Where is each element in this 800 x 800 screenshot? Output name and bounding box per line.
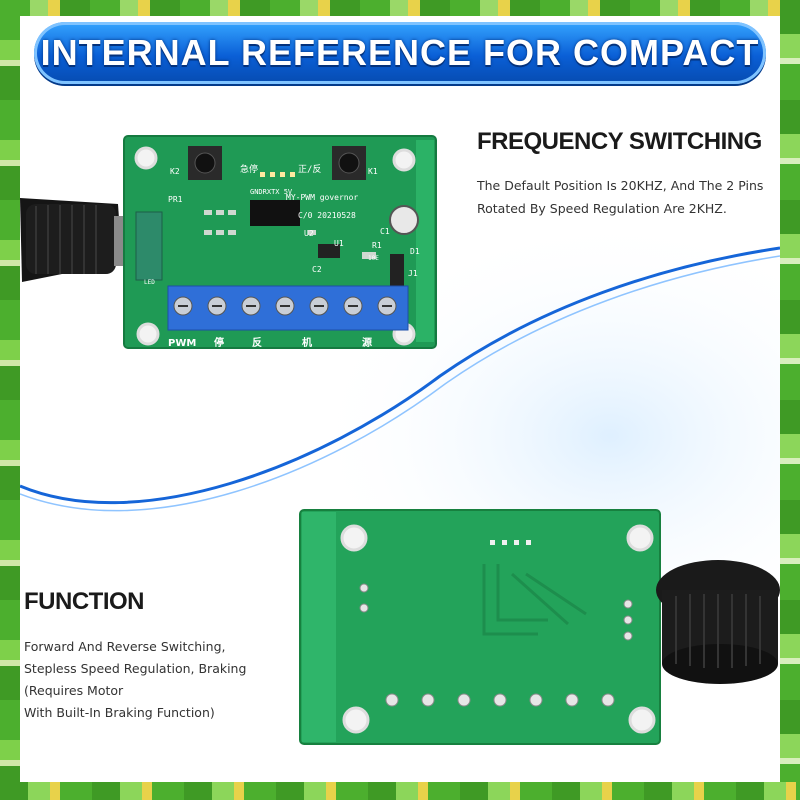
terminal-label-power: 源: [362, 336, 372, 349]
function-heading: FUNCTION: [24, 588, 144, 615]
label-k2: K2: [170, 167, 180, 176]
frequency-heading: FREQUENCY SWITCHING: [477, 128, 762, 155]
function-line-2: Stepless Speed Regulation, Braking: [24, 661, 247, 676]
label-u1: U1: [334, 239, 344, 248]
pcb-front-photo: K2 K1 PR1 GNDRXTX 5V MY-PWM governor C/0…: [20, 135, 437, 349]
k1-button-icon: [332, 146, 366, 180]
chip-icon: [250, 200, 300, 226]
k2-button-icon: [188, 146, 222, 180]
function-description: Forward And Reverse Switching, Stepless …: [24, 636, 294, 724]
border-right: [780, 0, 800, 800]
label-stop: 急停: [240, 163, 258, 175]
border-left: [0, 0, 20, 800]
terminal-label-stop: 停: [214, 336, 224, 349]
content-panel: INTERNAL REFERENCE FOR COMPACT: [20, 16, 780, 782]
frequency-description: The Default Position Is 20KHZ, And The 2…: [477, 174, 777, 220]
pcb-back-photo: [299, 509, 780, 745]
title-banner: INTERNAL REFERENCE FOR COMPACT: [34, 22, 766, 84]
pcb-board-back: [299, 509, 661, 745]
terminal-label-motor: 机: [302, 336, 312, 349]
frequency-line-1: The Default Position Is 20KHZ, And The 2…: [477, 178, 764, 193]
label-d1: D1: [410, 247, 420, 256]
potentiometer-knob: [20, 198, 126, 282]
label-date: C/0 20210528: [298, 211, 356, 220]
frequency-line-2: Rotated By Speed Regulation Are 2KHZ.: [477, 201, 727, 216]
label-c1: C1: [380, 227, 390, 236]
label-r-res: 10E: [368, 255, 379, 262]
label-j1: J1: [408, 269, 418, 278]
label-led: LED: [144, 279, 155, 286]
terminal-label-reverse: 反: [252, 336, 262, 349]
label-model: MY-PWM governor: [286, 193, 358, 202]
function-line-4: With Built-In Braking Function): [24, 705, 215, 720]
function-line-1: Forward And Reverse Switching,: [24, 639, 226, 654]
label-pins: GNDRXTX 5V: [250, 188, 293, 196]
label-r1: R1: [372, 241, 382, 250]
function-line-3: (Requires Motor: [24, 683, 124, 698]
label-k1: K1: [368, 167, 378, 176]
potentiometer-knob-back: [656, 560, 780, 684]
label-pr1: PR1: [168, 195, 183, 204]
label-c2: C2: [312, 265, 322, 274]
label-direction: 正/反: [298, 164, 321, 175]
capacitor-icon: [389, 205, 419, 235]
banner-title: INTERNAL REFERENCE FOR COMPACT: [40, 32, 760, 73]
border-top: [0, 0, 800, 16]
label-u2: U2: [304, 229, 314, 238]
border-bottom: [0, 782, 800, 800]
terminal-label-pwm: PWM: [168, 338, 196, 349]
